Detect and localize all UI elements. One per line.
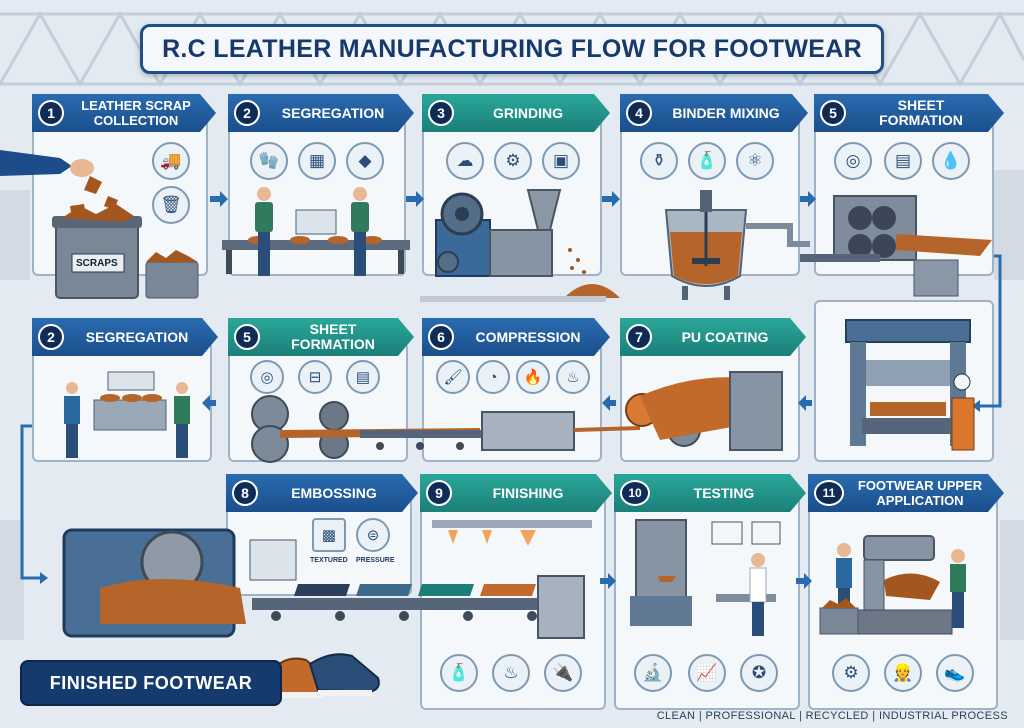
leather-piece-icon: ◆ — [346, 142, 384, 180]
step-2b-label: SEGREGATION — [85, 328, 189, 345]
step-2b-header: 2 SEGREGATION — [32, 318, 218, 356]
step-9-header: 9 FINISHING — [420, 474, 612, 512]
plug-icon: 🔌 — [544, 654, 582, 692]
step-1-label: LEATHER SCRAP COLLECTION — [81, 98, 191, 128]
step-11-number: 11 — [814, 480, 844, 506]
bottle-icon: 🧴 — [688, 142, 726, 180]
step-9-label: FINISHING — [492, 484, 564, 501]
gloves-icon: 🧤 — [250, 142, 288, 180]
step-5b-header: 5 SHEET FORMATION — [228, 318, 414, 356]
atom-icon: ⚛ — [736, 142, 774, 180]
binder-jar-icon: ⚱ — [640, 142, 678, 180]
embossing-option-pressure: PRESSURE — [356, 557, 395, 564]
rollers-icon: ◎ — [834, 142, 872, 180]
step-5-label: SHEET FORMATION — [879, 97, 963, 128]
worker-icon: 👷 — [884, 654, 922, 692]
step-7-header: 7 PU COATING — [620, 318, 806, 356]
finished-footwear-banner: FINISHED FOOTWEAR — [20, 660, 282, 706]
step-5-number: 5 — [820, 100, 846, 126]
heat-icon: ♨ — [556, 360, 590, 394]
step-4-header: 4 BINDER MIXING — [620, 94, 808, 132]
step-10-header: 10 TESTING — [614, 474, 806, 512]
sewing-machine-icon: ⚙ — [832, 654, 870, 692]
step-8-header: 8 EMBOSSING — [226, 474, 418, 512]
water-drop-icon: 💧 — [932, 142, 970, 180]
brush-icon: 🖌 — [436, 360, 470, 394]
panel-step-2 — [228, 116, 406, 276]
step-5b-label: SHEET FORMATION — [291, 321, 375, 352]
microscope-icon: 🔬 — [634, 654, 672, 692]
scraps-bin-label: SCRAPS — [76, 258, 118, 269]
step-3-header: 3 GRINDING — [422, 94, 610, 132]
rollers-icon-2: ◎ — [250, 360, 284, 394]
motor-icon: ⚙ — [494, 142, 532, 180]
spray-bottle-icon: 🧴 — [440, 654, 478, 692]
dust-cloud-icon: ☁ — [446, 142, 484, 180]
step-2b-number: 2 — [38, 324, 64, 350]
step-7-label: PU COATING — [681, 328, 769, 345]
bins-icon: 🗑 — [152, 186, 190, 224]
sheet-roll-icon-2: ▤ — [346, 360, 380, 394]
pressure-icon: ⊜ — [356, 518, 390, 552]
step-4-label: BINDER MIXING — [672, 104, 780, 121]
step-6-number: 6 — [428, 324, 454, 350]
step-8-label: EMBOSSING — [291, 484, 377, 501]
step-2-number: 2 — [234, 100, 260, 126]
step-2-label: SEGREGATION — [281, 104, 385, 121]
chart-icon: 📈 — [688, 654, 726, 692]
panel-press — [814, 300, 994, 462]
step-7-number: 7 — [626, 324, 652, 350]
sheet-roll-icon: ▤ — [884, 142, 922, 180]
step-5b-number: 5 — [234, 324, 260, 350]
step-4-number: 4 — [626, 100, 652, 126]
step-3-number: 3 — [428, 100, 454, 126]
step-8-number: 8 — [232, 480, 258, 506]
heat-lamp-icon: ♨ — [492, 654, 530, 692]
press-icon: ⊟ — [298, 360, 332, 394]
step-10-label: TESTING — [693, 484, 755, 501]
diagram-title: R.C LEATHER MANUFACTURING FLOW FOR FOOTW… — [162, 34, 862, 63]
grinder-icon: ▣ — [542, 142, 580, 180]
step-11-label: FOOTWEAR UPPER APPLICATION — [857, 478, 983, 508]
step-5-header: 5 SHEET FORMATION — [814, 94, 1004, 132]
quality-badge-icon: ✪ — [740, 654, 778, 692]
panel-step-3 — [422, 116, 602, 276]
panel-step-4 — [620, 116, 800, 276]
step-1-number: 1 — [38, 100, 64, 126]
step-3-label: GRINDING — [493, 104, 563, 121]
truck-icon: 🚚 — [152, 142, 190, 180]
texture-icon: ▩ — [312, 518, 346, 552]
step-6-header: 6 COMPRESSION — [422, 318, 610, 356]
shoe-icon: 👟 — [936, 654, 974, 692]
flame-icon: 🔥 — [516, 360, 550, 394]
step-6-label: COMPRESSION — [475, 328, 581, 345]
panel-step-7 — [620, 342, 800, 462]
footer-tagline: CLEAN | PROFESSIONAL | RECYCLED | INDUST… — [656, 710, 1008, 722]
sorting-tray-icon: ▦ — [298, 142, 336, 180]
finished-footwear-label: FINISHED FOOTWEAR — [49, 672, 253, 693]
step-2-header: 2 SEGREGATION — [228, 94, 414, 132]
step-1-header: 1 LEATHER SCRAP COLLECTION — [32, 94, 216, 132]
panel-step-5 — [814, 116, 994, 276]
gauge-icon: ◔ — [476, 360, 510, 394]
step-9-number: 9 — [426, 480, 452, 506]
panel-step-2b — [32, 342, 212, 462]
step-10-number: 10 — [620, 480, 650, 506]
step-11-header: 11 FOOTWEAR UPPER APPLICATION — [808, 474, 1004, 512]
embossing-option-textured: TEXTURED — [310, 557, 348, 564]
diagram-title-box: R.C LEATHER MANUFACTURING FLOW FOR FOOTW… — [140, 24, 884, 74]
